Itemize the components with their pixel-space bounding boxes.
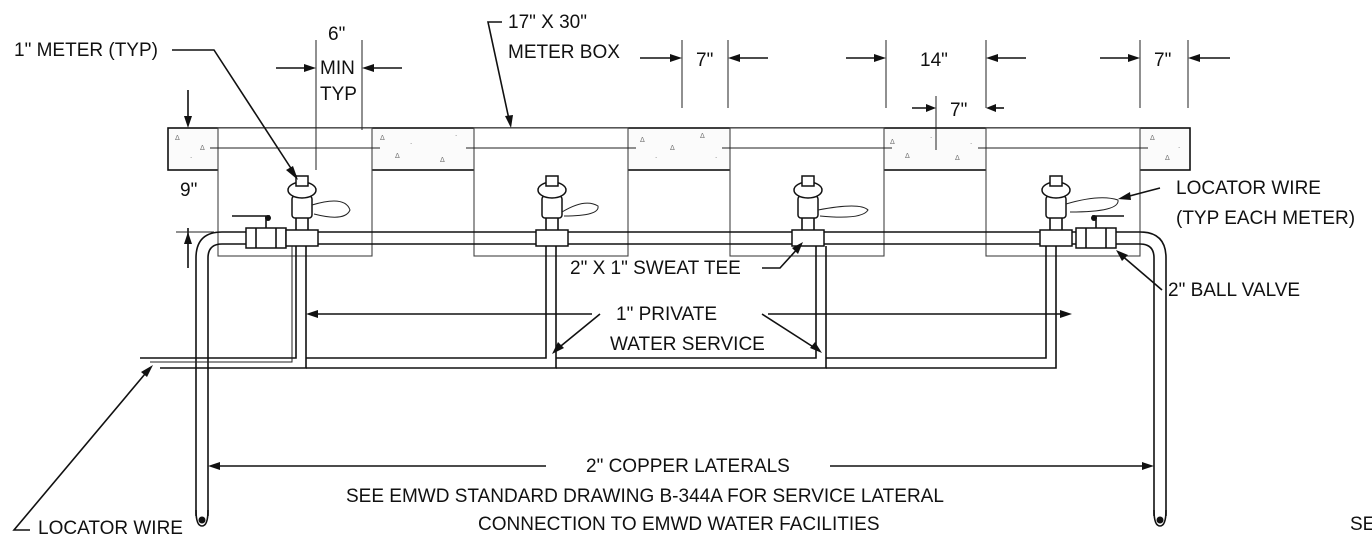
leader-meter-typ: [172, 49, 298, 180]
svg-text:Δ: Δ: [200, 144, 205, 152]
dimension-9in: [176, 90, 214, 268]
label-dim-9in: 9": [180, 180, 197, 201]
label-note-line1: SEE EMWD STANDARD DRAWING B-344A FOR SER…: [346, 486, 944, 507]
water-meter-2: [537, 175, 599, 230]
concrete-aggregate-pattern: Δ · Δ Δ Δ · Δ · Δ · Δ Δ · Δ Δ · Δ · Δ Δ ·: [175, 132, 1180, 164]
svg-text:Δ: Δ: [905, 152, 910, 160]
label-locator-wire-typ-2: (TYP EACH METER): [1176, 208, 1355, 229]
label-dim-14in: 14": [920, 50, 948, 71]
svg-text:Δ: Δ: [380, 134, 385, 142]
sweat-tee-3: [791, 229, 825, 247]
label-cut-text: SE: [1350, 514, 1372, 535]
sweat-tee-1: [285, 229, 319, 247]
ball-valve-right: [1075, 215, 1124, 249]
label-dim-7in-b: 7": [950, 100, 967, 121]
private-service-line-2: [306, 246, 557, 369]
private-service-line-1: [140, 246, 307, 369]
water-meter-4: [1041, 175, 1119, 230]
leader-locator-wire-typ: [1118, 187, 1161, 200]
leader-sweat-tee: [762, 242, 803, 269]
water-meter-1: [287, 175, 351, 230]
svg-text:·: ·: [190, 154, 192, 162]
svg-text:Δ: Δ: [175, 134, 180, 142]
svg-text:Δ: Δ: [395, 152, 400, 160]
label-meter-box: METER BOX: [508, 42, 620, 63]
label-dim-7in-a: 7": [696, 50, 713, 71]
label-typ: TYP: [320, 84, 357, 105]
svg-text:Δ: Δ: [440, 156, 445, 164]
leader-meter-box: [487, 21, 513, 128]
svg-text:·: ·: [410, 140, 412, 148]
label-min: MIN: [320, 58, 355, 79]
label-note-line2: CONNECTION TO EMWD WATER FACILITIES: [478, 514, 880, 535]
label-dim-7in-c: 7": [1154, 50, 1171, 71]
label-6in: 6": [328, 24, 345, 45]
water-meter-3: [793, 175, 869, 230]
dimension-7in-c: [1100, 40, 1230, 108]
dimension-14in: [846, 40, 1026, 108]
label-private-service-2: WATER SERVICE: [610, 334, 765, 355]
svg-text:·: ·: [715, 154, 717, 162]
svg-text:Δ: Δ: [700, 132, 705, 140]
sweat-tee-4: [1039, 229, 1073, 247]
svg-text:·: ·: [455, 132, 457, 140]
label-locator-wire: LOCATOR WIRE: [38, 518, 183, 539]
svg-text:Δ: Δ: [890, 138, 895, 146]
svg-text:Δ: Δ: [640, 136, 645, 144]
svg-text:Δ: Δ: [1150, 134, 1155, 142]
svg-text:Δ: Δ: [670, 144, 675, 152]
leader-private-service: [552, 313, 822, 354]
leader-ball-valve: [1116, 250, 1163, 291]
label-meter-typ: 1" METER (TYP): [14, 40, 158, 61]
label-copper-laterals: 2" COPPER LATERALS: [586, 456, 790, 477]
pipe-end-cap-right: [1153, 509, 1167, 527]
label-meter-box-size: 17" X 30": [508, 12, 587, 33]
label-private-service-1: 1" PRIVATE: [616, 304, 717, 325]
svg-text:·: ·: [970, 140, 972, 148]
svg-text:·: ·: [930, 134, 932, 142]
dimension-7in-a: [640, 40, 768, 108]
svg-text:Δ: Δ: [1165, 154, 1170, 162]
svg-text:Δ: Δ: [955, 154, 960, 162]
locator-wire-run: [150, 246, 293, 363]
dimension-7in-b: [912, 96, 1004, 150]
svg-text:·: ·: [1178, 144, 1180, 152]
label-sweat-tee: 2" X 1" SWEAT TEE: [570, 258, 741, 279]
dimension-copper-laterals: [208, 462, 1154, 470]
dimension-6in-min: [276, 40, 402, 170]
private-service-line-4: [826, 246, 1057, 369]
label-locator-wire-typ-1: LOCATOR WIRE: [1176, 178, 1321, 199]
label-ball-valve: 2" BALL VALVE: [1168, 280, 1300, 301]
svg-text:·: ·: [655, 154, 657, 162]
pipe-end-cap-left: [195, 509, 209, 527]
leader-locator-wire: [12, 365, 153, 531]
header-pipe-2in: [195, 231, 1167, 516]
sweat-tee-2: [535, 229, 569, 247]
dimension-private-service: [306, 310, 1072, 318]
